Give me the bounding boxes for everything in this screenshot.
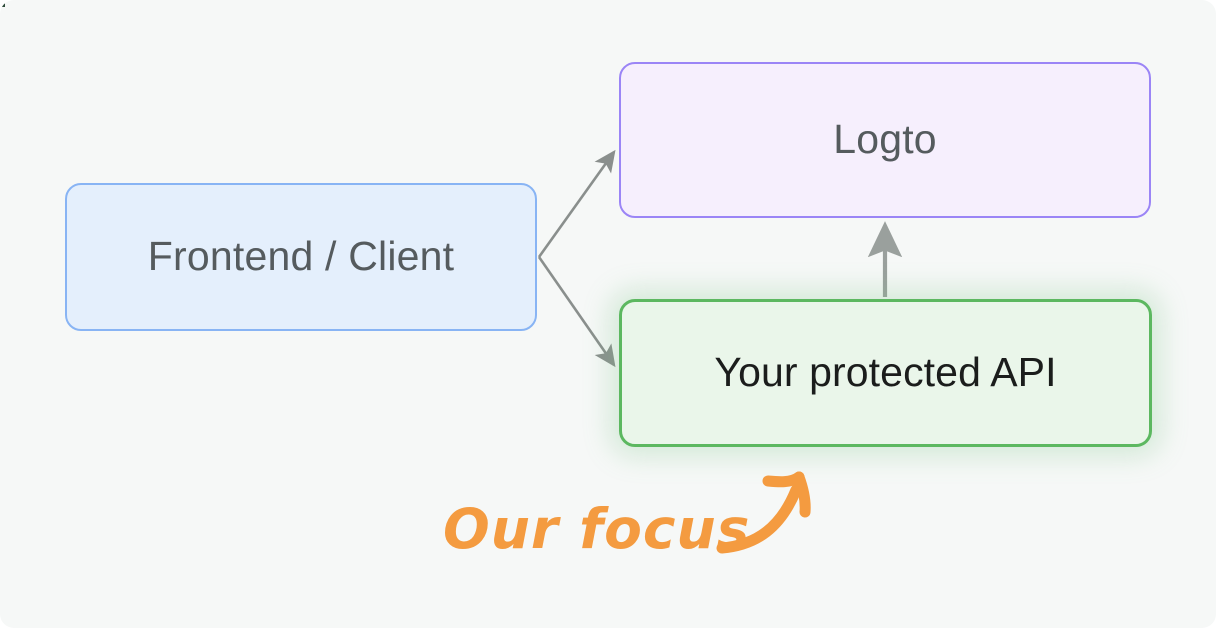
focus-annotation-label: Our focus [443,497,751,561]
corner-artifact [0,0,5,7]
node-protected-api-label: Your protected API [714,349,1057,396]
edge-frontend-to-api [537,256,616,368]
node-logto[interactable]: Logto [619,62,1151,218]
node-frontend-client[interactable]: Frontend / Client [65,183,537,331]
node-protected-api[interactable]: Your protected API [619,299,1152,447]
focus-arrowhead-icon [762,471,805,488]
edge-frontend-to-logto [537,149,616,258]
focus-arrowhead-stem-icon [793,471,811,518]
node-logto-label: Logto [833,116,937,163]
node-frontend-client-label: Frontend / Client [147,233,455,280]
